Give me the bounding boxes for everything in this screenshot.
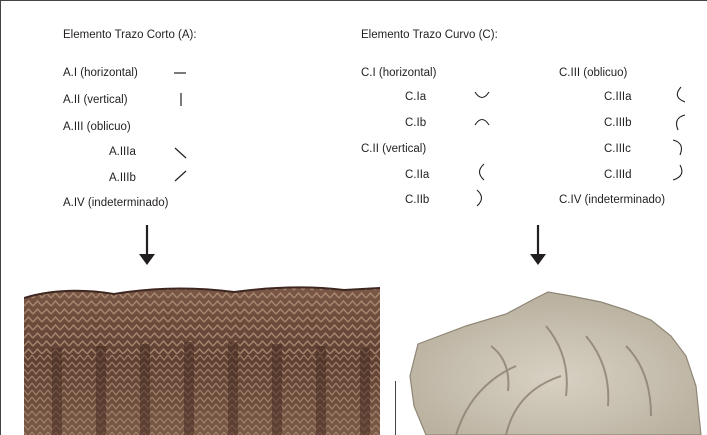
short-stroke-horizontal-icon: [173, 66, 187, 80]
curve-cup-icon: [473, 89, 491, 103]
curve-oblique-a-icon: [672, 85, 688, 105]
label-a-iiib: A.IIIb: [109, 171, 136, 185]
down-arrow-right-icon: [529, 224, 547, 266]
short-stroke-oblique-a-icon: [172, 145, 188, 161]
curve-open-left-icon: [474, 188, 488, 208]
label-c-iiia: C.IIIa: [604, 90, 631, 104]
label-c-ia: C.Ia: [405, 90, 426, 104]
left-heading: Elemento Trazo Corto (A):: [63, 28, 197, 42]
label-c-ib: C.Ib: [405, 116, 426, 130]
label-a-i: A.I (horizontal): [63, 66, 138, 80]
down-arrow-left-icon: [138, 224, 156, 266]
label-c-iv: C.IV (indeterminado): [559, 193, 665, 207]
right-heading: Elemento Trazo Curvo (C):: [361, 28, 498, 42]
label-c-iiic: C.IIIc: [604, 142, 631, 156]
curve-cap-icon: [473, 114, 491, 128]
short-stroke-vertical-icon: [174, 92, 188, 108]
frame-left-border: [0, 0, 1, 435]
curve-oblique-b-icon: [672, 112, 688, 132]
frame-top-border: [0, 0, 707, 1]
label-a-iv: A.IV (indeterminado): [63, 196, 168, 210]
label-a-iiia: A.IIIa: [109, 145, 136, 159]
stone-fragment-curved-strokes-image: [396, 286, 707, 435]
label-c-iia: C.IIa: [405, 168, 429, 182]
curve-oblique-d-icon: [670, 163, 686, 183]
label-c-iii: C.III (oblicuo): [559, 66, 627, 80]
label-a-iii: A.III (oblicuo): [63, 120, 131, 134]
curve-open-right-icon: [474, 162, 488, 182]
label-c-i: C.I (horizontal): [361, 66, 436, 80]
short-stroke-oblique-b-icon: [172, 168, 188, 184]
label-a-ii: A.II (vertical): [63, 93, 128, 107]
label-c-ii: C.II (vertical): [361, 142, 426, 156]
label-c-iib: C.IIb: [405, 193, 429, 207]
pottery-sherd-short-strokes-image: [24, 284, 380, 435]
curve-oblique-c-icon: [670, 137, 686, 157]
label-c-iiib: C.IIIb: [604, 116, 631, 130]
label-c-iiid: C.IIId: [604, 168, 631, 182]
